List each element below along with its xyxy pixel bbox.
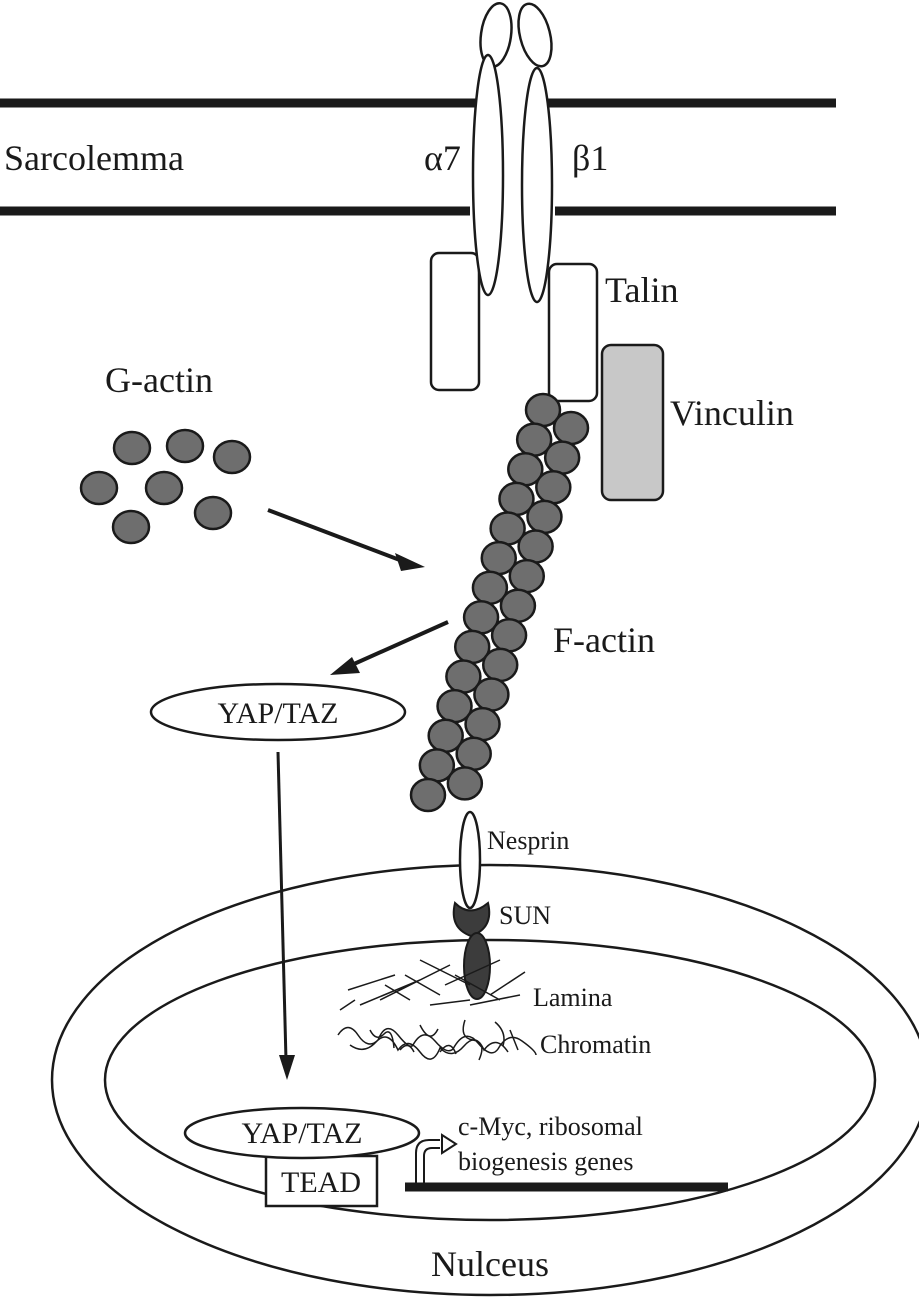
yap-taz-cytoplasm-label: YAP/TAZ <box>218 697 339 730</box>
g-actin-monomers <box>79 428 252 545</box>
lamina-meshwork <box>339 959 526 1011</box>
f-actin-subunit <box>526 499 563 535</box>
integrin-beta1 <box>517 2 554 304</box>
f-actin-subunit <box>409 777 447 813</box>
chromatin-label: Chromatin <box>540 1030 651 1059</box>
g-actin-monomer <box>144 470 184 506</box>
f-actin-to-yap-arrow <box>330 620 449 675</box>
f-actin-filament <box>409 392 590 813</box>
f-actin-subunit <box>464 706 501 742</box>
g-actin-label: G-actin <box>105 360 213 400</box>
polymerization-arrow <box>267 508 425 571</box>
nesprin <box>458 810 482 910</box>
g-actin-monomer <box>79 470 119 506</box>
f-actin-subunit <box>552 410 590 446</box>
nuclear-translocation-arrow <box>276 751 295 1080</box>
f-actin-subunit <box>446 766 484 801</box>
lamina-label: Lamina <box>533 983 613 1012</box>
target-genes-label-line1: c-Myc, ribosomal <box>458 1112 643 1141</box>
sun-lamina-anchor <box>463 932 491 1000</box>
g-actin-monomer <box>165 428 205 464</box>
f-actin-subunit <box>499 588 537 623</box>
f-actin-label: F-actin <box>553 620 655 660</box>
f-actin-subunit <box>508 558 546 594</box>
g-actin-monomer <box>112 430 152 466</box>
g-actin-monomer <box>111 509 151 545</box>
nesprin-label: Nesprin <box>487 826 569 855</box>
talin-box-right <box>547 262 599 403</box>
f-actin-subunit <box>535 469 572 505</box>
vinculin-box <box>600 343 665 502</box>
chromatin-tangle <box>337 1019 537 1061</box>
nucleus-label: Nulceus <box>431 1244 549 1284</box>
alpha7-label: α7 <box>424 138 461 178</box>
f-actin-subunit <box>543 440 581 475</box>
sun-protein <box>452 901 491 938</box>
transcription-arrow <box>415 1139 440 1184</box>
sarcolemma-membrane <box>0 98 836 216</box>
f-actin-subunit <box>473 677 510 712</box>
integrin-alpha7 <box>471 1 513 297</box>
yap-taz-cytoplasm-ellipse <box>149 682 407 742</box>
yap-taz-nucleus-label: YAP/TAZ <box>242 1117 363 1150</box>
tead-label: TEAD <box>281 1166 361 1199</box>
f-actin-subunit <box>455 736 492 772</box>
transcription-arrow-head <box>441 1133 458 1155</box>
talin-box-left <box>429 251 481 392</box>
f-actin-subunit <box>490 618 528 653</box>
yap-taz-nucleus-ellipse <box>183 1106 421 1160</box>
nuclear-envelope-inner <box>103 938 877 1222</box>
f-actin-subunit <box>481 647 519 683</box>
sun-label: SUN <box>499 901 551 930</box>
beta1-label: β1 <box>572 138 608 178</box>
sarcolemma-label: Sarcolemma <box>4 138 184 178</box>
g-actin-monomer <box>193 495 233 531</box>
f-actin-subunit <box>517 529 554 564</box>
vinculin-label: Vinculin <box>670 393 794 433</box>
g-actin-monomer <box>212 439 252 475</box>
talin-label: Talin <box>605 270 678 310</box>
target-genes-label-line2: biogenesis genes <box>458 1147 633 1176</box>
